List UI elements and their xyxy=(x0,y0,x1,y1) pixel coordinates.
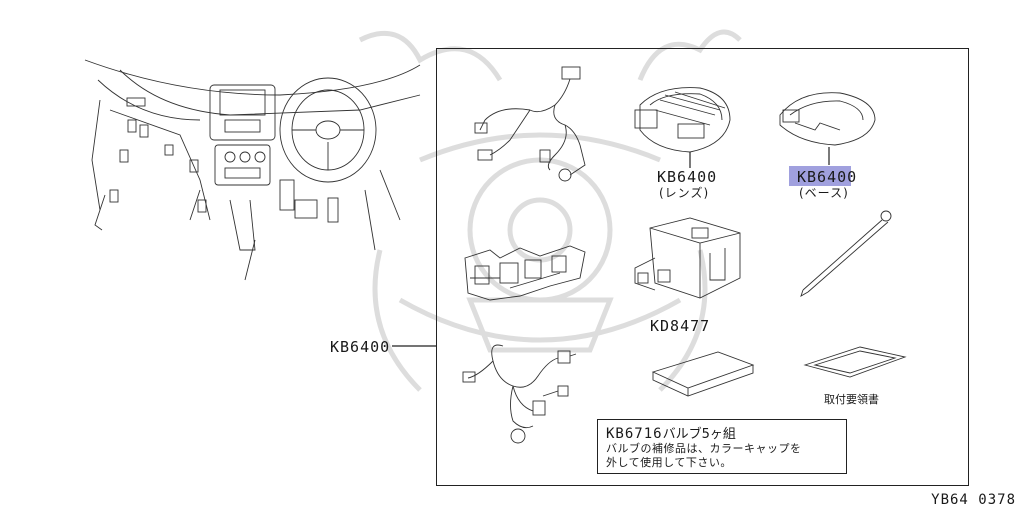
wiring-harness-drawing xyxy=(474,66,586,182)
dashboard-illustration xyxy=(84,59,421,281)
bracket-drawing xyxy=(464,245,586,301)
manual-drawing xyxy=(803,346,907,378)
manual-label: 取付要領書 xyxy=(824,393,879,406)
bulb-harness-drawing xyxy=(462,344,577,444)
base-code-label: KB6400 xyxy=(797,168,858,186)
note-title: バルブ5ヶ組 xyxy=(662,427,736,442)
relay-drawing xyxy=(634,217,741,299)
main-part-label: KB6400 xyxy=(330,338,391,356)
parts-frame xyxy=(436,48,969,486)
lens-leader xyxy=(689,152,691,168)
lens-sub-label: (レンズ) xyxy=(659,186,710,200)
base-sub-label: (ベース) xyxy=(799,186,849,200)
highlight-marker xyxy=(789,166,851,186)
cushion-pad-drawing xyxy=(651,351,755,397)
lens-code-label: KB6400 xyxy=(657,168,718,186)
note-line-1: バルブの補修品は、カラーキャップを xyxy=(606,442,802,455)
base-drawing xyxy=(779,92,876,146)
reference-code: YB64 0378 xyxy=(931,492,1016,508)
note-title-line: KB6716バルブ5ヶ組 xyxy=(606,423,838,442)
note-line-2: 外して使用して下さい。 xyxy=(606,456,732,469)
main-part-leader xyxy=(392,345,436,347)
tie-strap-drawing xyxy=(800,210,892,297)
lens-drawing xyxy=(634,87,731,153)
base-leader xyxy=(828,147,830,165)
note-box: KB6716バルブ5ヶ組 バルブの補修品は、カラーキャップを 外して使用して下さ… xyxy=(597,419,847,474)
relay-code-label: KD8477 xyxy=(650,317,711,335)
note-code: KB6716 xyxy=(606,426,663,442)
